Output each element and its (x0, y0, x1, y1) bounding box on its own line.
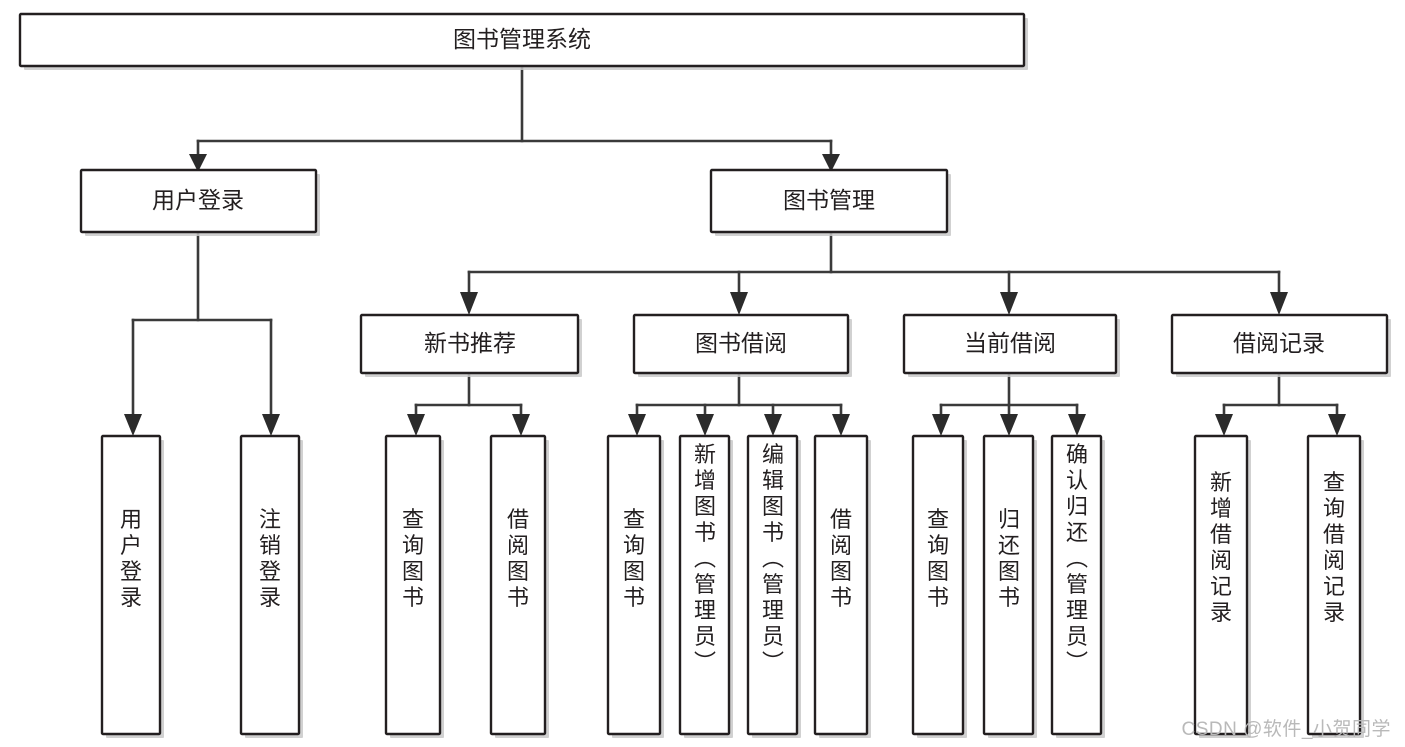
leaf-nb-query-book-box[interactable] (384, 434, 442, 736)
leaf-cb-query-book[interactable]: 查询图书 (911, 434, 967, 738)
arrowhead-book-borrow (730, 292, 748, 315)
leaf-bb-add-book-label: 新增图书︵管理员︶ (694, 442, 716, 675)
node-book-management[interactable]: 图书管理 (709, 168, 951, 236)
leaf-nb-borrow-book[interactable]: 借阅图书 (489, 434, 549, 738)
node-new-book-recommend-box[interactable] (359, 313, 580, 375)
arrowhead-bb-borrow-book (832, 414, 850, 436)
leaf-br-add-record[interactable]: 新增借阅记录 (1193, 434, 1251, 738)
leaf-br-query-record-label: 查询借阅记录 (1323, 470, 1345, 625)
csdn-watermark: CSDN @软件_小贺同学 (1181, 719, 1391, 740)
node-book-borrow-box[interactable] (632, 313, 850, 375)
leaf-cb-confirm-return-label: 确认归还︵管理员︶ (1066, 442, 1088, 675)
leaf-logout[interactable]: 注销登录 (239, 434, 303, 738)
leaf-bb-query-book-box[interactable] (606, 434, 662, 736)
node-root[interactable]: 图书管理系统 (18, 12, 1028, 70)
node-borrow-record[interactable]: 借阅记录 (1170, 313, 1391, 377)
leaf-br-query-record[interactable]: 查询借阅记录 (1306, 434, 1364, 738)
leaf-bb-edit-book-box[interactable] (746, 434, 799, 736)
leaf-cb-return-book[interactable]: 归还图书 (982, 434, 1037, 738)
leaf-bb-add-book-box[interactable] (678, 434, 731, 736)
arrowhead-nb-query-book (407, 414, 425, 436)
leaf-bb-add-book[interactable]: 新增图书︵管理员︶ (678, 434, 733, 738)
arrowhead-cb-return-book (1000, 414, 1018, 436)
leaf-br-add-record-label: 新增借阅记录 (1210, 470, 1232, 625)
arrowhead-bb-query-book (628, 414, 646, 436)
leaf-user-login-label: 用户登录 (120, 507, 142, 610)
leaf-cb-query-book-label: 查询图书 (927, 507, 949, 610)
arrowhead-br-query-record (1328, 414, 1346, 436)
node-current-borrow-box[interactable] (902, 313, 1118, 375)
node-book-management-label: 图书管理 (783, 187, 875, 213)
node-user-login-label: 用户登录 (152, 187, 244, 213)
node-user-login[interactable]: 用户登录 (79, 168, 320, 236)
arrowhead-cb-confirm-return (1068, 414, 1086, 436)
leaf-bb-query-book-label: 查询图书 (623, 507, 645, 610)
arrowhead-nb-borrow-book (512, 414, 530, 436)
leaf-bb-borrow-book-box[interactable] (813, 434, 869, 736)
leaf-nb-query-book-label: 查询图书 (402, 507, 424, 610)
leaf-nb-borrow-book-box[interactable] (489, 434, 547, 736)
arrowhead-leaf-logout (262, 414, 280, 436)
arrowhead-bb-add-book (696, 414, 714, 436)
arrowhead-leaf-user-login (124, 414, 142, 436)
leaf-cb-return-book-box[interactable] (982, 434, 1035, 736)
node-book-borrow[interactable]: 图书借阅 (632, 313, 852, 377)
leaf-user-login[interactable]: 用户登录 (100, 434, 164, 738)
leaf-bb-borrow-book-label: 借阅图书 (830, 507, 852, 610)
node-root-label: 图书管理系统 (453, 26, 591, 52)
connector-layer (124, 64, 1346, 436)
leaf-br-query-record-box[interactable] (1306, 434, 1362, 736)
leaf-nb-query-book[interactable]: 查询图书 (384, 434, 444, 738)
arrowhead-borrow-record (1270, 292, 1288, 315)
node-borrow-record-label: 借阅记录 (1233, 330, 1325, 356)
leaf-bb-edit-book-label: 编辑图书︵管理员︶ (762, 442, 784, 675)
node-user-login-box[interactable] (79, 168, 318, 234)
node-new-book-recommend-label: 新书推荐 (424, 330, 516, 356)
leaf-nb-borrow-book-label: 借阅图书 (507, 507, 529, 610)
leaf-bb-query-book[interactable]: 查询图书 (606, 434, 664, 738)
arrowhead-book-mgmt (822, 154, 840, 172)
leaf-logout-box[interactable] (239, 434, 301, 736)
leaf-bb-edit-book[interactable]: 编辑图书︵管理员︶ (746, 434, 801, 738)
leaf-cb-confirm-return-box[interactable] (1050, 434, 1103, 736)
leaf-cb-query-book-box[interactable] (911, 434, 965, 736)
leaf-cb-return-book-label: 归还图书 (998, 507, 1020, 610)
arrowhead-current-borrow (1000, 292, 1018, 315)
node-new-book-recommend[interactable]: 新书推荐 (359, 313, 582, 377)
leaf-logout-label: 注销登录 (259, 507, 281, 610)
node-current-borrow-label: 当前借阅 (964, 330, 1056, 356)
leaf-bb-borrow-book[interactable]: 借阅图书 (813, 434, 871, 738)
node-book-borrow-label: 图书借阅 (695, 330, 787, 356)
arrowhead-new-book-rec (460, 292, 478, 315)
node-borrow-record-box[interactable] (1170, 313, 1389, 375)
arrowhead-bb-edit-book (764, 414, 782, 436)
arrowhead-cb-query-book (932, 414, 950, 436)
node-book-management-box[interactable] (709, 168, 949, 234)
leaf-br-add-record-box[interactable] (1193, 434, 1249, 736)
arrowhead-br-add-record (1215, 414, 1233, 436)
leaf-cb-confirm-return[interactable]: 确认归还︵管理员︶ (1050, 434, 1105, 738)
leaf-user-login-box[interactable] (100, 434, 162, 736)
arrowhead-user-login (189, 154, 207, 172)
node-current-borrow[interactable]: 当前借阅 (902, 313, 1120, 377)
node-root-box[interactable] (18, 12, 1026, 68)
